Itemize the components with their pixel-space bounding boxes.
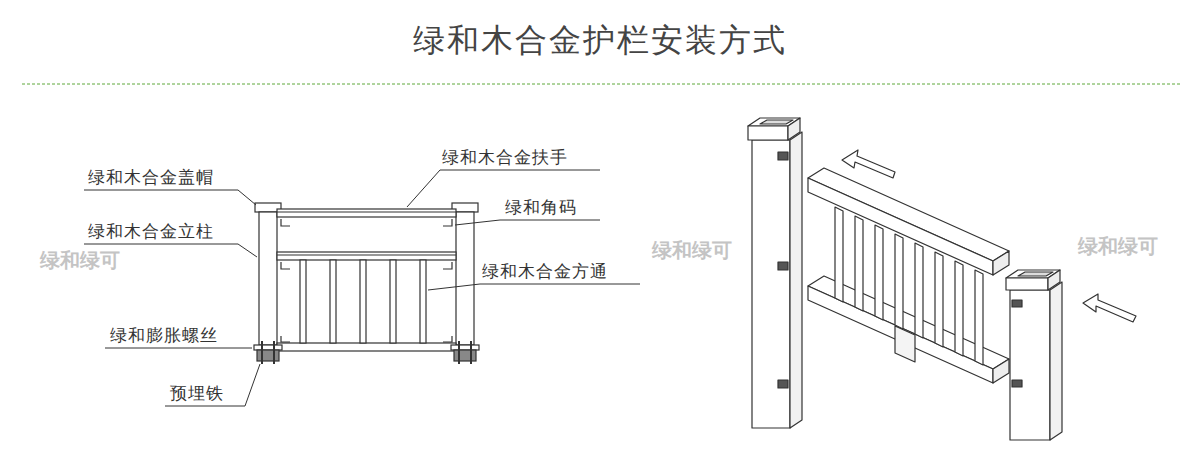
railing-elevation [254, 203, 479, 364]
part-label: 绿和木合金方通 [482, 263, 608, 280]
railing-isometric [748, 118, 1136, 440]
part-label: 绿和木合金盖帽 [88, 169, 214, 186]
diagram-title: 绿和木合金护栏安装方式 [413, 24, 787, 56]
leader-lines [84, 170, 640, 406]
part-label: 预埋铁 [170, 385, 224, 402]
watermark: 绿和绿可 [40, 250, 120, 270]
part-label: 绿和角码 [505, 199, 577, 216]
part-label: 绿和膨胀螺丝 [110, 327, 218, 344]
divider-line [22, 84, 1180, 85]
part-label: 绿和木合金扶手 [442, 149, 568, 166]
watermark: 绿和绿可 [1078, 236, 1158, 256]
watermark: 绿和绿可 [652, 240, 732, 260]
part-label: 绿和木合金立柱 [88, 223, 214, 240]
